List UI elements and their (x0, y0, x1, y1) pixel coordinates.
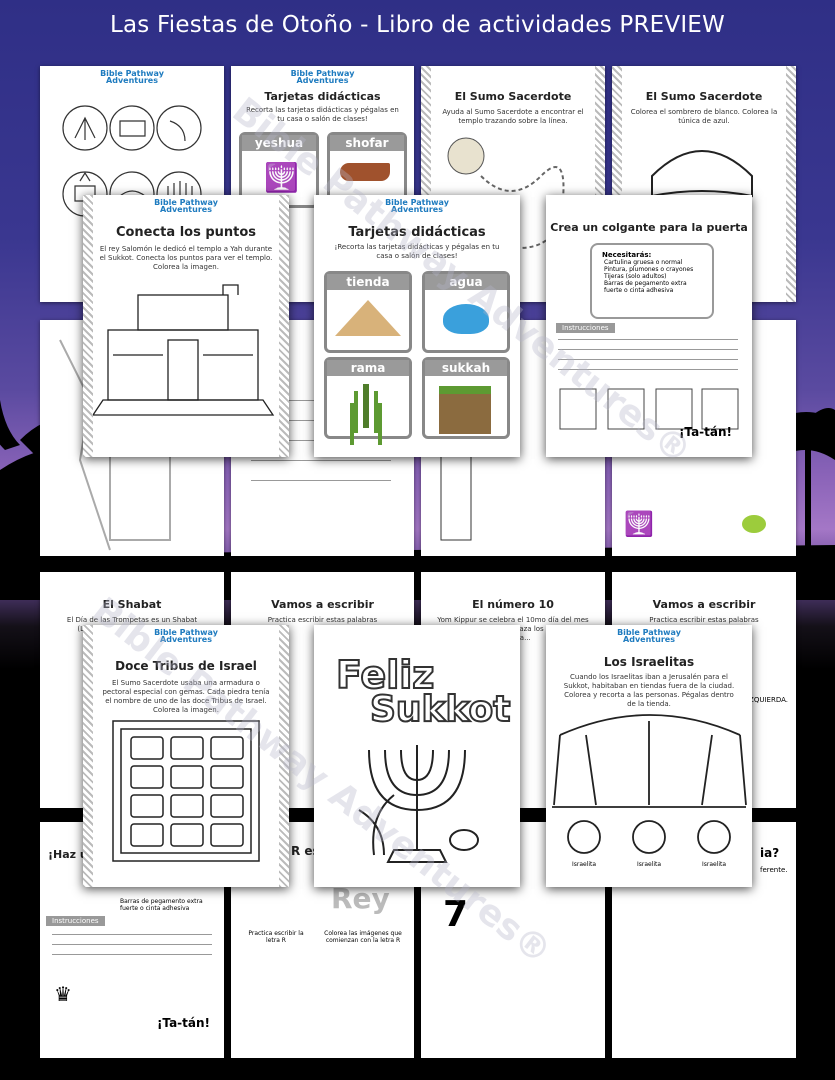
branch-icon (363, 384, 369, 428)
flash-card-tienda: tienda (324, 271, 412, 353)
page-colgante-puerta: Crea un colgante para la puerta Necesita… (546, 195, 752, 457)
page-title: Las Fiestas de Otoño - Libro de activida… (110, 12, 725, 38)
page-heading: Tarjetas didácticas (264, 90, 381, 103)
page-heading: Los Israelitas (603, 655, 695, 669)
flash-card-rama: rama (324, 357, 412, 439)
gem-cell (170, 765, 204, 789)
temple-dot-drawing (91, 284, 275, 416)
gem-cell (210, 765, 244, 789)
flash-card-agua: agua (422, 271, 510, 353)
gem-cell (130, 765, 164, 789)
tent-drawing (552, 714, 747, 854)
gem-cell (170, 736, 204, 760)
page-heading: Crea un colgante para la puerta (550, 221, 748, 234)
feliz-title: Feliz (335, 652, 435, 698)
sukkot-title: Sukkot (369, 688, 511, 731)
page-heading: Doce Tribus de Israel (115, 659, 257, 673)
gem-cell (170, 823, 204, 847)
ta-tan-label: ¡Ta-tán! (156, 1016, 210, 1030)
ta-tan-label: ¡Ta-tán! (678, 425, 732, 439)
gem-cell (210, 736, 244, 760)
lime-icon (742, 515, 766, 533)
menorah-icon: 🕎 (624, 510, 654, 538)
gem-cell (210, 794, 244, 818)
flash-card-sukkah: sukkah (422, 357, 510, 439)
gem-cell (210, 823, 244, 847)
tent-icon (335, 300, 401, 336)
menorah-drawing (358, 745, 479, 863)
gem-cell (130, 736, 164, 760)
menorah-icon: 🕎 (264, 161, 299, 194)
water-splash-icon (443, 304, 489, 334)
circle-illustrations (62, 105, 202, 217)
crown-icon: ♛ (54, 982, 72, 1006)
needs-box: Necesitarás: Cartulina gruesa o normal P… (590, 243, 714, 319)
sukkah-icon (439, 386, 491, 434)
door-hanger-steps (559, 388, 739, 430)
gem-cell (130, 794, 164, 818)
maze-illustration (447, 137, 565, 249)
gem-cell (130, 823, 164, 847)
page-heading: Tarjetas didácticas (348, 225, 486, 240)
page-heading: Conecta los puntos (115, 225, 257, 240)
breastplate-drawing (112, 720, 260, 862)
shofar-icon (340, 163, 390, 181)
page-feliz-sukkot: Feliz Sukkot (314, 625, 520, 887)
gem-cell (170, 794, 204, 818)
